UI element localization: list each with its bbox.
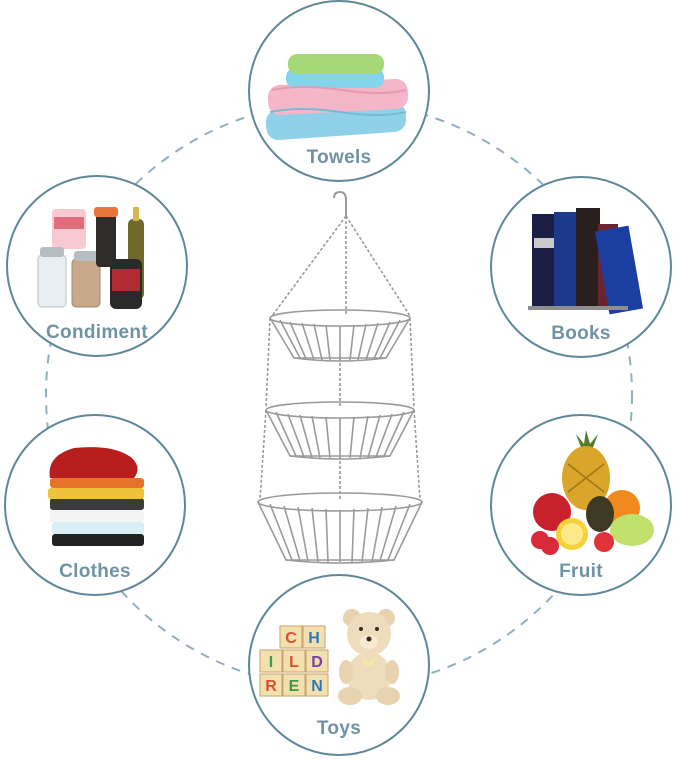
block-c: C <box>285 630 297 647</box>
toys-label: Toys <box>316 718 362 739</box>
clothes-bubble: Clothes <box>4 414 186 596</box>
books-label: Books <box>551 323 611 344</box>
condiment-bubble: Condiment <box>6 175 188 357</box>
toys-icon: C H I L D R E N <box>259 609 400 705</box>
fruit-bubble: Fruit <box>490 414 672 596</box>
block-i: I <box>269 654 273 671</box>
toys-bubble: C H I L D R E N <box>248 574 430 756</box>
fruit-label: Fruit <box>559 561 603 582</box>
towels-icon <box>265 54 409 141</box>
block-h: H <box>308 630 320 647</box>
teddy-bear-icon <box>338 609 400 705</box>
towels-label: Towels <box>306 147 372 168</box>
books-icon <box>528 208 644 315</box>
clothes-label: Clothes <box>59 561 131 582</box>
block-l: L <box>289 654 299 671</box>
hanging-basket-icon <box>257 190 423 564</box>
block-e: E <box>289 678 300 695</box>
fruit-icon <box>531 430 654 555</box>
condiment-label: Condiment <box>46 322 148 343</box>
block-n: N <box>311 678 323 695</box>
clothes-icon <box>48 447 144 546</box>
towels-bubble: Towels <box>248 0 430 182</box>
letter-blocks: C H I L D R E N <box>259 625 329 697</box>
block-d: D <box>311 654 323 671</box>
books-bubble: Books <box>490 176 672 358</box>
block-r: R <box>265 678 277 695</box>
condiment-icon <box>37 207 144 309</box>
